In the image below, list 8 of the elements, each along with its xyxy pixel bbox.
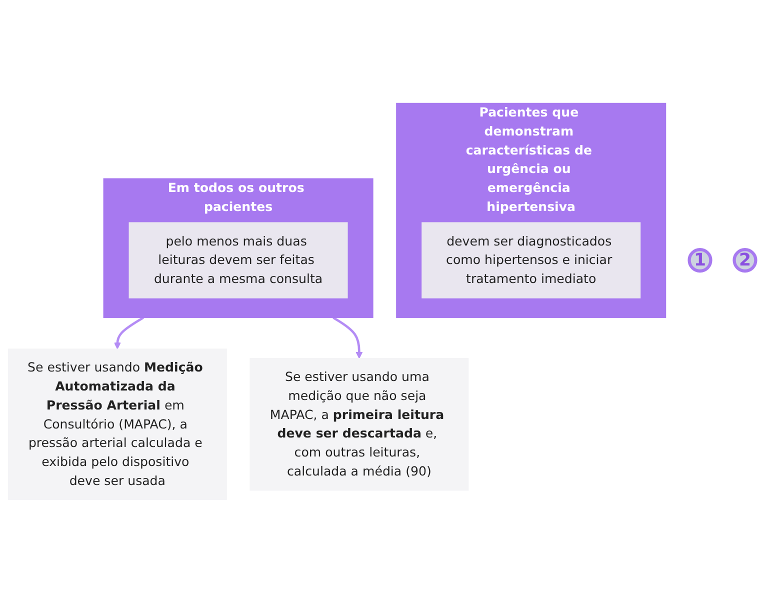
node-circle: 1	[688, 248, 712, 273]
node-box: pelo menos mais duas leituras devem ser feitas durante a mesma consulta	[128, 222, 348, 298]
node-box: Se estiver usando Medição Automatizada da Pressão Arterial em Consultório (MAPAC), a pressão arterial calculada e exibida pelo dispositivo deve ser usada	[8, 348, 227, 500]
arrow	[332, 316, 363, 359]
node-circle: 2	[732, 248, 758, 273]
node-box: Se estiver usando uma medição que não seja MAPAC, a primeira leitura deve ser descartada e, com outras leituras, calculada a média (90)	[250, 358, 469, 491]
node-box: devem ser diagnosticados como hipertensos e iniciar tratamento imediato	[422, 222, 641, 298]
arrow	[114, 316, 144, 350]
